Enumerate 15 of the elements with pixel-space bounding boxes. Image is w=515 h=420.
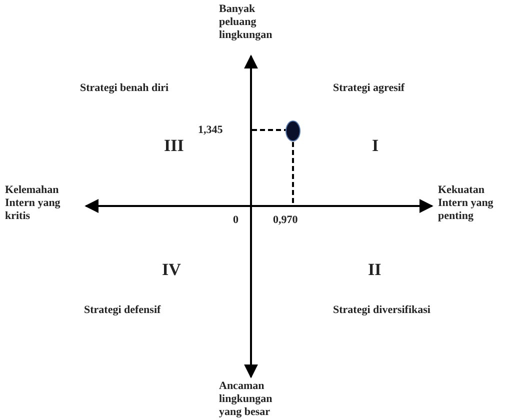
quadrant-label: Strategi benah diri (80, 82, 169, 95)
axis-label: Ancaman lingkungan yang besar (219, 380, 274, 419)
quadrant-label: Strategi defensif (84, 304, 161, 317)
quadrant-numeral: III (164, 136, 184, 155)
quadrant-numeral: I (372, 136, 379, 155)
value-label: 0 (233, 214, 238, 227)
quadrant-label: Strategi agresif (333, 82, 405, 95)
axis-label: Kekuatan Intern yang penting (438, 184, 494, 223)
axis-label: Banyak peluang lingkungan (219, 3, 274, 42)
quadrant-numeral: IV (162, 260, 181, 279)
value-label: 1,345 (198, 124, 223, 137)
quadrant-label: Strategi diversifikasi (333, 304, 430, 317)
axis-label: Kelemahan Intern yang kritis (5, 184, 62, 223)
value-label: 0,970 (273, 214, 298, 227)
quadrant-numeral: II (368, 260, 382, 279)
